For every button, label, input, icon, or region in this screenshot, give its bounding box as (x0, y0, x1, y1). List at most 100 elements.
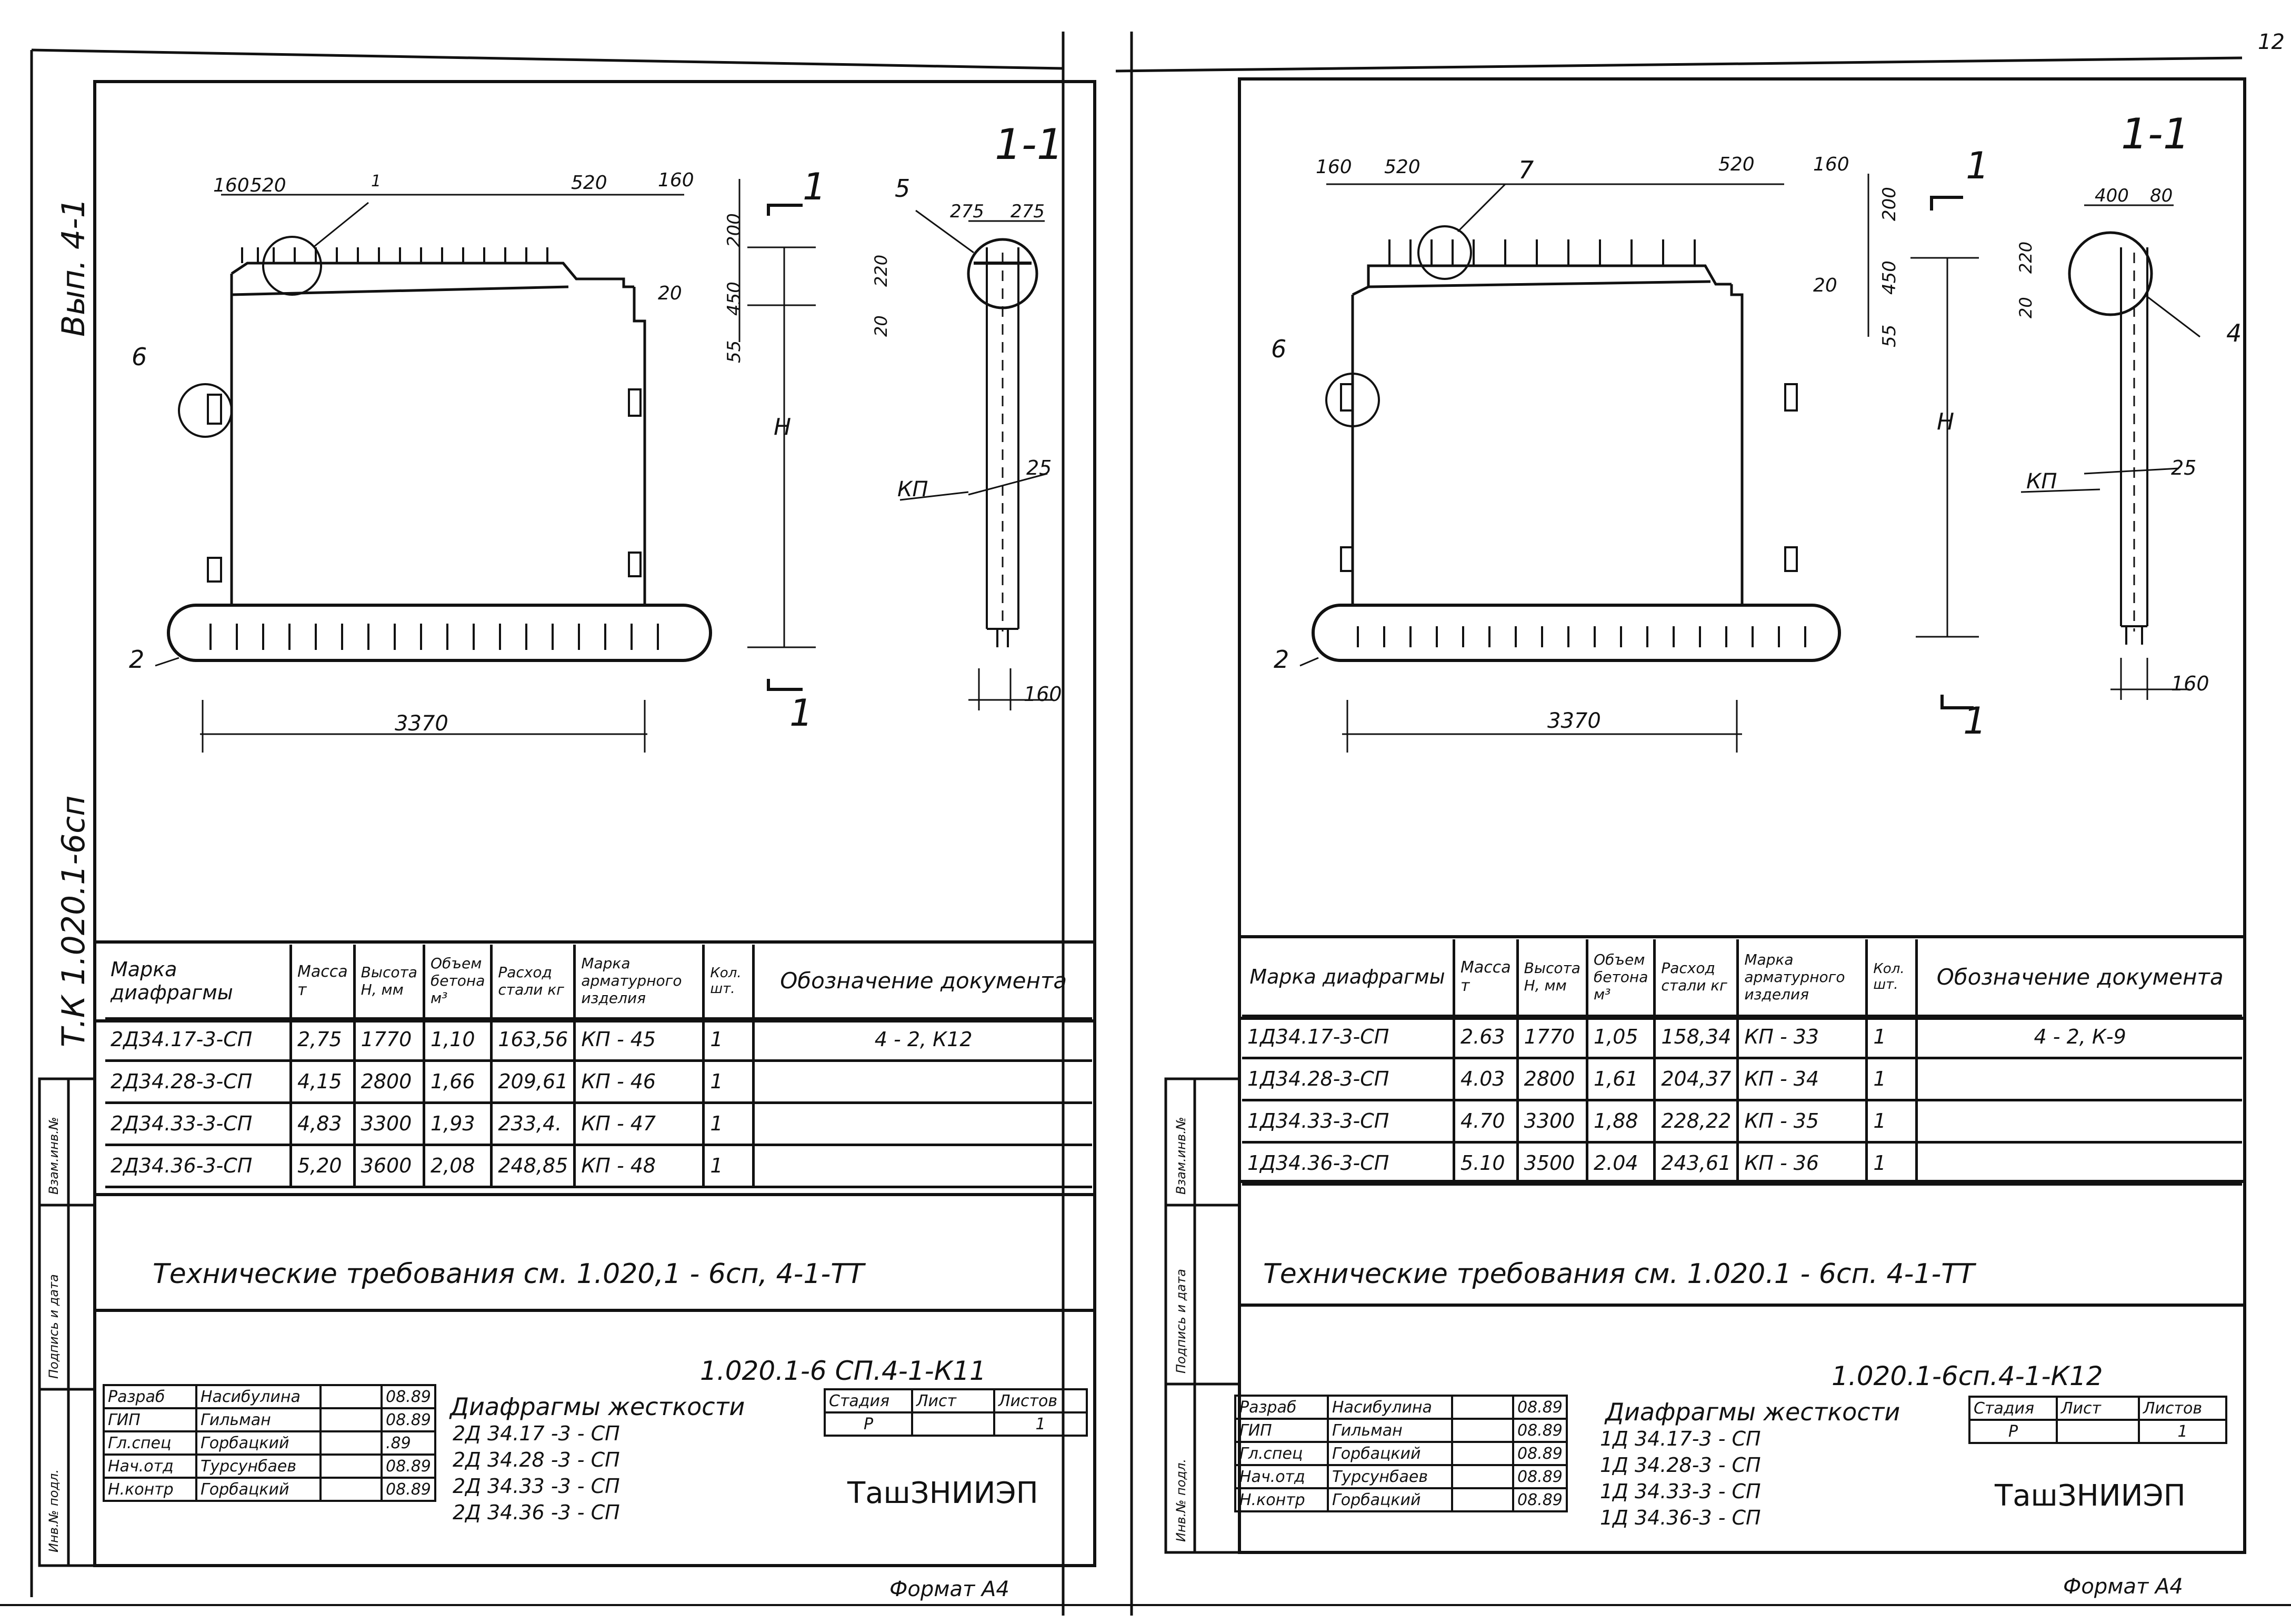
right-item-3: 1Д 34.36-3 - СП (1600, 1506, 1761, 1529)
right-callout-2: 2 (1274, 645, 1289, 674)
right-title: Диафрагмы жесткости (1605, 1398, 1900, 1426)
left-dim-200: 200 (724, 213, 745, 247)
left-dim-520a: 520 (250, 175, 286, 196)
right-section-mark-top: 1 (1966, 144, 1989, 187)
right-r1-height: 2800 (1516, 1056, 1588, 1101)
right-dim-20b: 20 (2016, 297, 2036, 318)
right-r0-item: КП - 33 (1736, 1014, 1868, 1059)
right-dim-20: 20 (1813, 275, 1837, 296)
left-dim-3370: 3370 (395, 711, 448, 736)
right-tb-name-1: Гильман (1327, 1418, 1453, 1443)
right-dim-80: 80 (2150, 185, 2173, 206)
right-dim-160b: 160 (1813, 154, 1849, 175)
right-tb-name-0: Насибулина (1327, 1395, 1453, 1420)
right-tb-name-2: Горбацкий (1327, 1441, 1453, 1466)
left-r0-mark: 2Д34.17-3-СП (105, 1017, 292, 1062)
right-callout-4: 4 (2226, 319, 2242, 347)
right-tb-date-4: 08.89 (1512, 1487, 1568, 1512)
right-r0-height: 1770 (1516, 1014, 1588, 1059)
right-sheet-hdr: Лист (2056, 1396, 2140, 1421)
left-r0-item: КП - 45 (573, 1017, 705, 1062)
right-r2-item: КП - 35 (1736, 1098, 1868, 1144)
left-r2-steel: 233,4. (490, 1101, 576, 1146)
right-item-1: 1Д 34.28-3 - СП (1600, 1453, 1761, 1477)
left-tb-name-0: Насибулина (195, 1384, 322, 1409)
right-r0-doc: 4 - 2, К-9 (1915, 1014, 2242, 1059)
left-r2-doc (752, 1101, 1092, 1146)
left-dim-55: 55 (724, 340, 745, 363)
left-hdr-mass: Масса т (289, 945, 356, 1020)
right-tb-name-4: Горбацкий (1327, 1487, 1453, 1512)
right-callout-6: 6 (1271, 335, 1287, 363)
left-tb-role-3: Нач.отд (103, 1453, 197, 1479)
right-r1-doc (1915, 1056, 2242, 1101)
left-r0-height: 1770 (353, 1017, 425, 1062)
left-callout-5: 5 (895, 174, 911, 203)
right-dim-55: 55 (1879, 324, 1900, 347)
left-r3-steel: 248,85 (490, 1143, 576, 1188)
left-item-0: 2Д 34.17 -3 - СП (453, 1422, 620, 1445)
right-sheets: 1 (2138, 1419, 2227, 1444)
right-r2-steel: 228,22 (1653, 1098, 1739, 1144)
right-item-2: 1Д 34.33-3 - СП (1600, 1480, 1761, 1503)
right-dim-3370: 3370 (1547, 709, 1601, 733)
left-section-label: 1-1 (995, 120, 1064, 169)
right-r3-volume: 2.04 (1585, 1140, 1656, 1186)
left-tb-date-2: .89 (381, 1430, 436, 1456)
left-hdr-steel: Расход стали кг (490, 945, 576, 1020)
right-r3-item: КП - 36 (1736, 1140, 1868, 1186)
left-hdr-volume: Объем бетона м³ (422, 945, 493, 1020)
right-side-label-0: Взам.инв.№ (1174, 1117, 1188, 1195)
left-format: Формат А4 (889, 1577, 1009, 1601)
left-tech-requirements: Технические требования см. 1.020,1 - 6сп… (153, 1258, 864, 1290)
right-r2-mark: 1Д34.33-3-СП (1242, 1098, 1455, 1144)
left-hdr-height: Высота Н, мм (353, 945, 425, 1020)
left-r1-mark: 2Д34.28-3-СП (105, 1059, 292, 1104)
right-r3-mark: 1Д34.36-3-СП (1242, 1140, 1455, 1186)
right-r2-mass: 4.70 (1453, 1098, 1519, 1144)
left-tb-date-0: 08.89 (381, 1384, 436, 1409)
right-tb-date-1: 08.89 (1512, 1418, 1568, 1443)
left-title: Диафрагмы жесткости (450, 1392, 745, 1421)
right-hdr-volume: Объем бетона м³ (1585, 939, 1656, 1017)
right-tb-name-3: Турсунбаев (1327, 1464, 1453, 1489)
right-r2-height: 3300 (1516, 1098, 1588, 1144)
right-hdr-steel: Расход стали кг (1653, 939, 1739, 1017)
corner-mark: 12 (2258, 30, 2285, 54)
left-r3-mass: 5,20 (289, 1143, 356, 1188)
right-r3-doc (1915, 1140, 2242, 1186)
right-r3-steel: 243,61 (1653, 1140, 1739, 1186)
right-r0-volume: 1,05 (1585, 1014, 1656, 1059)
right-r0-steel: 158,34 (1653, 1014, 1739, 1059)
right-tb-role-1: ГИП (1234, 1418, 1329, 1443)
left-r2-volume: 1,93 (422, 1101, 493, 1146)
right-side-label-2: Инв.№ подл. (1174, 1459, 1188, 1542)
left-section-mark-bottom: 1 (789, 691, 813, 735)
left-dim-220: 220 (871, 254, 891, 287)
right-item-0: 1Д 34.17-3 - СП (1600, 1427, 1761, 1450)
right-format: Формат А4 (2063, 1575, 2183, 1599)
left-section-mark-top: 1 (803, 165, 826, 208)
right-sheets-hdr: Листов (2138, 1396, 2227, 1421)
left-item-1: 2Д 34.28 -3 - СП (453, 1448, 620, 1471)
right-r1-qty: 1 (1865, 1056, 1918, 1101)
left-tb-role-2: Гл.спец (103, 1430, 197, 1456)
left-dim-275a: 275 (950, 201, 984, 222)
left-side-label-1: Подпись и дата (46, 1274, 61, 1379)
left-dim-25: 25 (1026, 456, 1052, 479)
left-r1-volume: 1,66 (422, 1059, 493, 1104)
right-callout-7: 7 (1518, 156, 1534, 184)
left-callout-2: 2 (129, 645, 145, 674)
right-doc-code: 1.020.1-6сп.4-1-К12 (1832, 1361, 2103, 1391)
right-dim-200: 200 (1879, 187, 1900, 221)
left-stage: Р (824, 1411, 913, 1437)
left-dim-160c: 160 (1024, 683, 1062, 706)
